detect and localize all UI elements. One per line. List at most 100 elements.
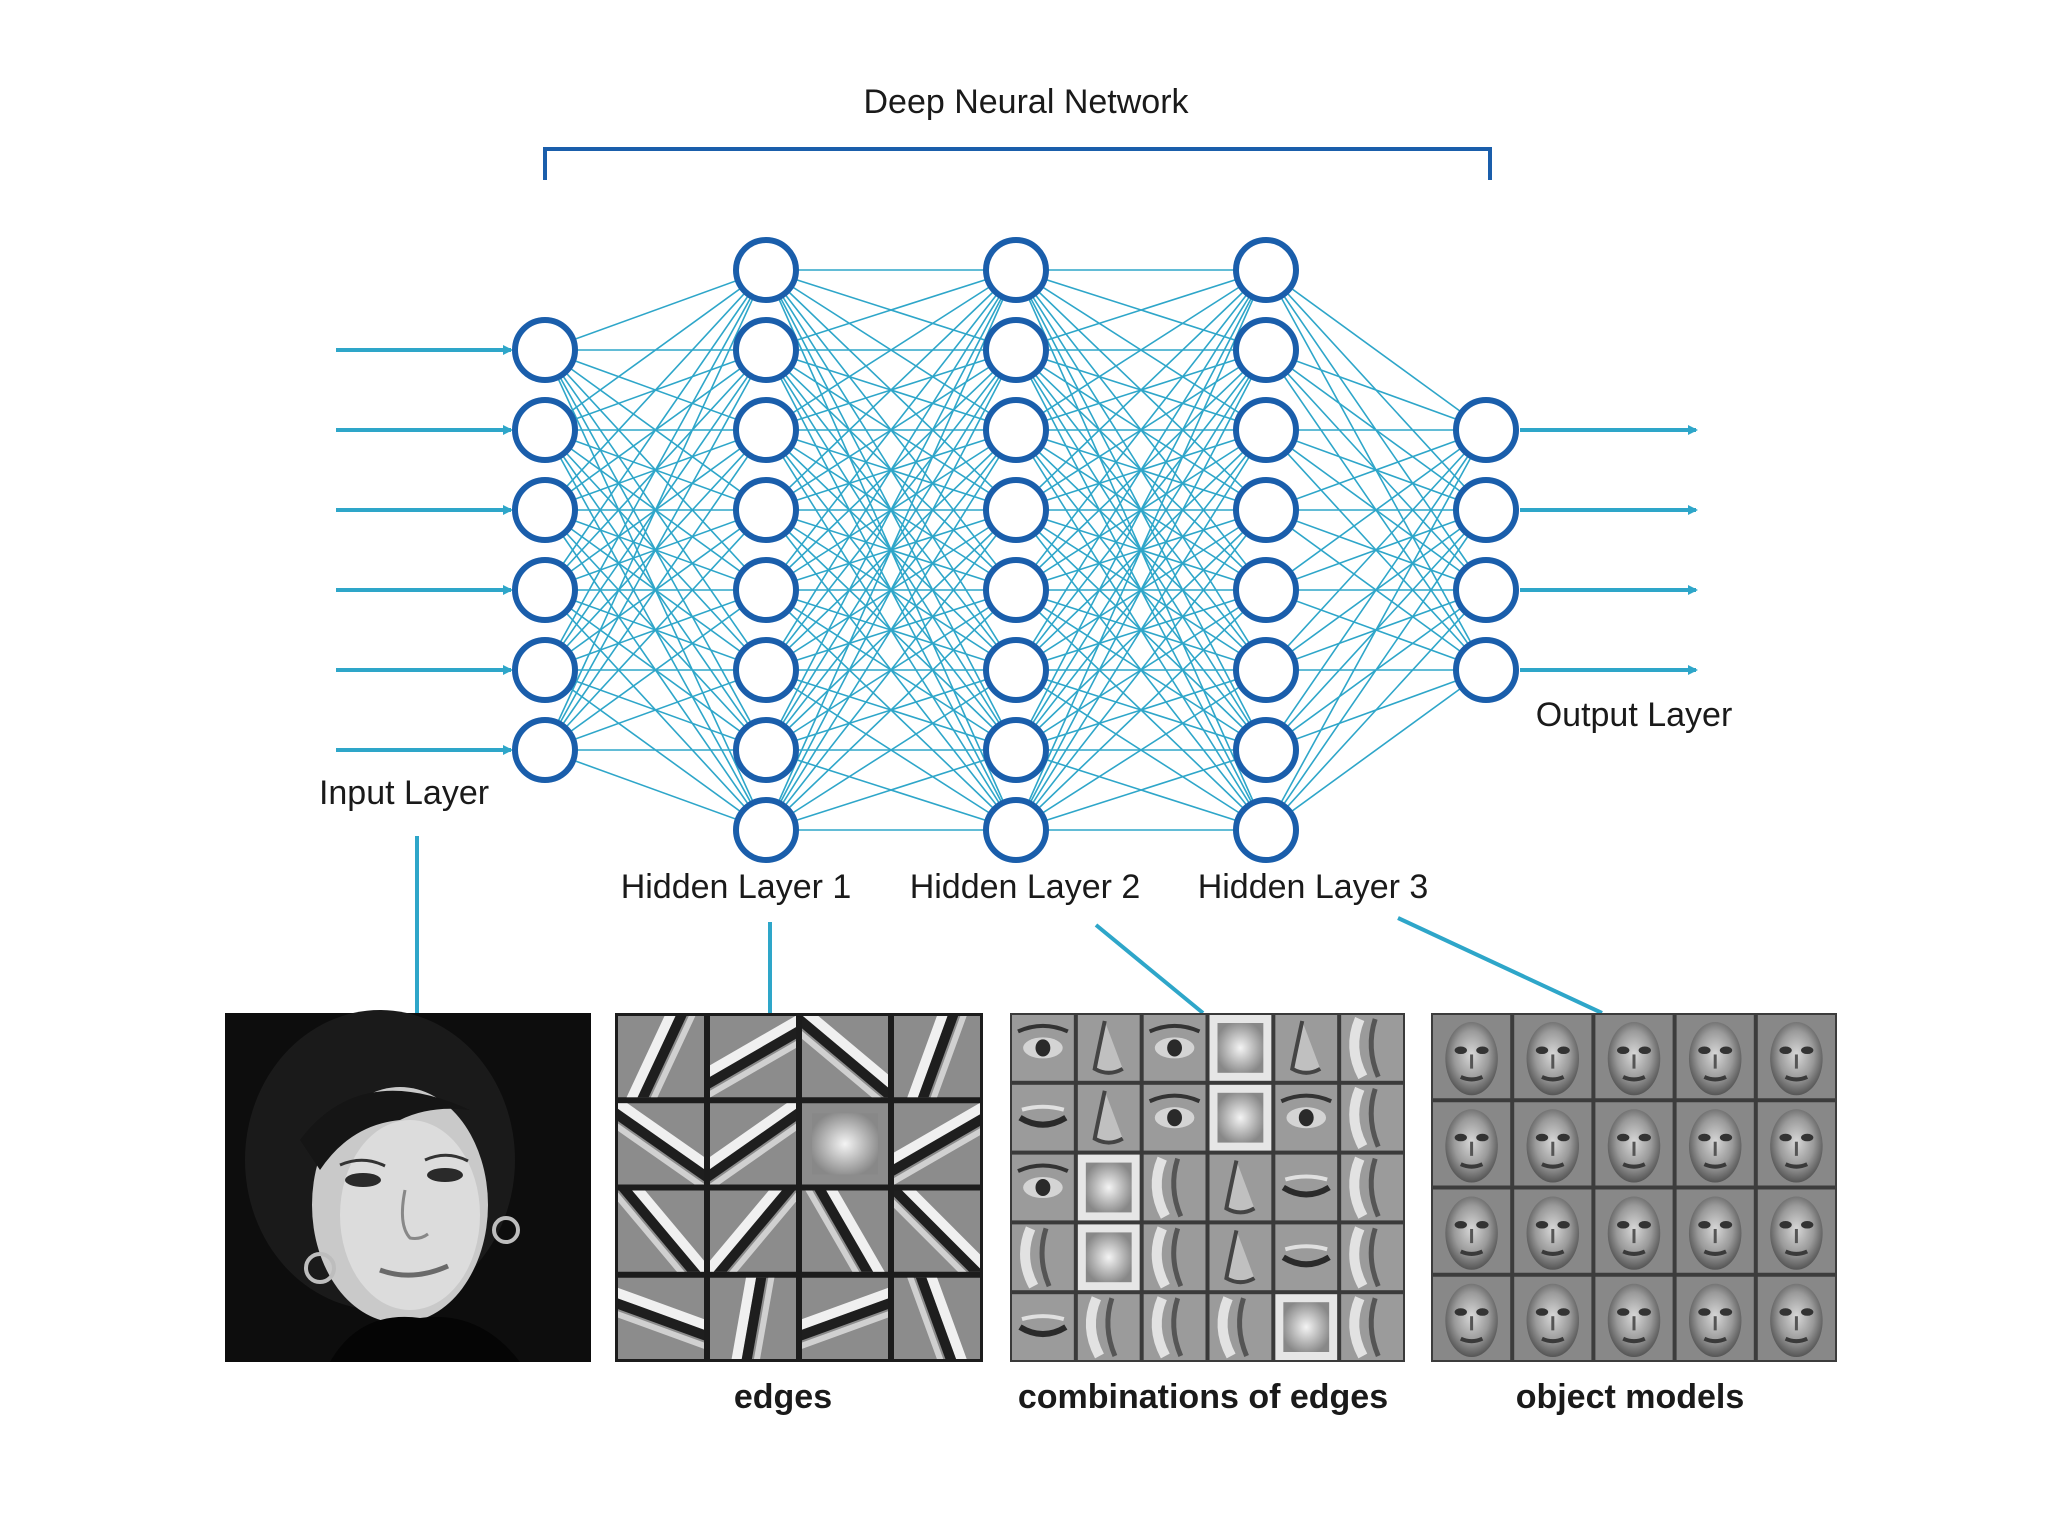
- feature-tile-blank: [1077, 1154, 1140, 1221]
- node-layer2-2: [983, 397, 1049, 463]
- caption-edges: edges: [734, 1378, 832, 1416]
- connection-l3-7-2: [1265, 589, 1487, 831]
- node-layer3-5: [1233, 637, 1299, 703]
- edge-filter-tile: [894, 1190, 980, 1272]
- edge-filter-tile: [802, 1190, 888, 1272]
- node-layer4-2: [1453, 557, 1519, 623]
- connection-l0-5-4: [544, 589, 767, 751]
- edge-filter-tile: [618, 1016, 704, 1098]
- node-layer4-3: [1453, 637, 1519, 703]
- connection-l1-7-5: [765, 669, 1017, 831]
- feature-tile-mouth: [1275, 1154, 1338, 1221]
- face-model-tile: [1433, 1102, 1511, 1186]
- connection-l2-4-0: [1015, 269, 1267, 591]
- connection-l3-3-0: [1265, 429, 1487, 511]
- feature-tile-cheek: [1012, 1224, 1074, 1291]
- connection-l0-3-0: [544, 269, 767, 591]
- eye-right: [427, 1168, 463, 1182]
- node-layer1-4: [733, 557, 799, 623]
- face-model-tile: [1757, 1102, 1835, 1186]
- object-models-panel: [1431, 1013, 1837, 1362]
- output-layer-label: Output Layer: [1536, 696, 1733, 734]
- network-connections: [544, 269, 1487, 831]
- connection-l3-7-3: [1265, 669, 1487, 831]
- face-model-tile: [1676, 1102, 1754, 1186]
- feature-tile-eye: [1012, 1154, 1074, 1221]
- face-model-tile: [1757, 1189, 1835, 1273]
- face-model-tile: [1433, 1015, 1511, 1099]
- edge-filters-panel: [615, 1013, 983, 1362]
- face-model-tile: [1514, 1276, 1592, 1360]
- feature-tile-cheek: [1341, 1224, 1403, 1291]
- node-layer2-6: [983, 717, 1049, 783]
- hidden-layer-1-label: Hidden Layer 1: [621, 868, 852, 906]
- face-model-tile: [1595, 1189, 1673, 1273]
- connection-l2-7-4: [1015, 589, 1267, 831]
- connection-l1-6-0: [765, 269, 1017, 751]
- earring-left: [304, 1252, 336, 1284]
- connection-l0-5-2: [544, 429, 767, 751]
- feature-tile-mouth: [1012, 1294, 1074, 1360]
- node-layer1-6: [733, 717, 799, 783]
- connection-l2-7-6: [1015, 749, 1267, 831]
- feature-tile-eye: [1275, 1084, 1338, 1151]
- connection-l3-4-0: [1265, 429, 1487, 591]
- io-arrows: [336, 345, 1698, 755]
- feature-tile-nose: [1209, 1154, 1272, 1221]
- connection-l2-5-0: [1015, 269, 1267, 671]
- connection-l1-7-3: [765, 509, 1017, 831]
- connection-l1-4-0: [765, 269, 1017, 591]
- combinations-panel: [1010, 1013, 1405, 1362]
- connection-l0-5-1: [544, 349, 767, 751]
- node-layer3-6: [1233, 717, 1299, 783]
- earring-right: [492, 1216, 520, 1244]
- connection-l1-7-4: [765, 589, 1017, 831]
- feature-tile-blank: [1275, 1294, 1338, 1360]
- node-layer3-4: [1233, 557, 1299, 623]
- connection-l1-7-0: [765, 269, 1017, 831]
- edge-filter-tile: [894, 1103, 980, 1185]
- face-model-tile: [1676, 1189, 1754, 1273]
- feature-tile-eye: [1012, 1015, 1074, 1081]
- node-layer2-4: [983, 557, 1049, 623]
- face-model-tile: [1757, 1015, 1835, 1099]
- eye-left: [345, 1173, 381, 1187]
- node-layer0-2: [512, 477, 578, 543]
- connection-l1-7-1: [765, 349, 1017, 831]
- node-layer4-1: [1453, 477, 1519, 543]
- face-model-tile: [1514, 1015, 1592, 1099]
- feature-tile-cheek: [1341, 1084, 1403, 1151]
- connection-l1-1-0: [765, 269, 1017, 351]
- face-model-tile: [1514, 1102, 1592, 1186]
- connection-l1-5-0: [765, 269, 1017, 671]
- node-layer0-0: [512, 317, 578, 383]
- feature-tile-mouth: [1275, 1224, 1338, 1291]
- feature-tile-nose: [1077, 1084, 1140, 1151]
- edge-filter-tile: [802, 1016, 888, 1098]
- feature-tile-eye: [1143, 1015, 1206, 1081]
- node-layer3-2: [1233, 397, 1299, 463]
- edge-filter-tile: [618, 1103, 704, 1185]
- face-model-tile: [1433, 1276, 1511, 1360]
- connection-l2-7-0: [1015, 269, 1267, 831]
- feature-tile-cheek: [1143, 1224, 1206, 1291]
- hidden-layer-2-label: Hidden Layer 2: [910, 868, 1141, 906]
- connection-l3-7-0: [1265, 429, 1487, 831]
- node-layer3-3: [1233, 477, 1299, 543]
- face-model-tile: [1595, 1276, 1673, 1360]
- connection-l3-6-0: [1265, 429, 1487, 751]
- connection-l0-2-0: [544, 269, 767, 511]
- hidden-layer-3-label: Hidden Layer 3: [1198, 868, 1429, 906]
- node-layer3-1: [1233, 317, 1299, 383]
- input-photo-panel: [225, 1010, 591, 1362]
- face-model-tile: [1595, 1102, 1673, 1186]
- node-layer1-2: [733, 397, 799, 463]
- node-layer1-1: [733, 317, 799, 383]
- node-layer2-0: [983, 237, 1049, 303]
- caption-object-models: object models: [1516, 1378, 1745, 1416]
- caption-combinations: combinations of edges: [1018, 1378, 1388, 1416]
- connection-l2-7-1: [1015, 349, 1267, 831]
- connection-l0-4-0: [544, 269, 767, 671]
- edge-filter-tile: [710, 1190, 796, 1272]
- feature-tile-eye: [1143, 1084, 1206, 1151]
